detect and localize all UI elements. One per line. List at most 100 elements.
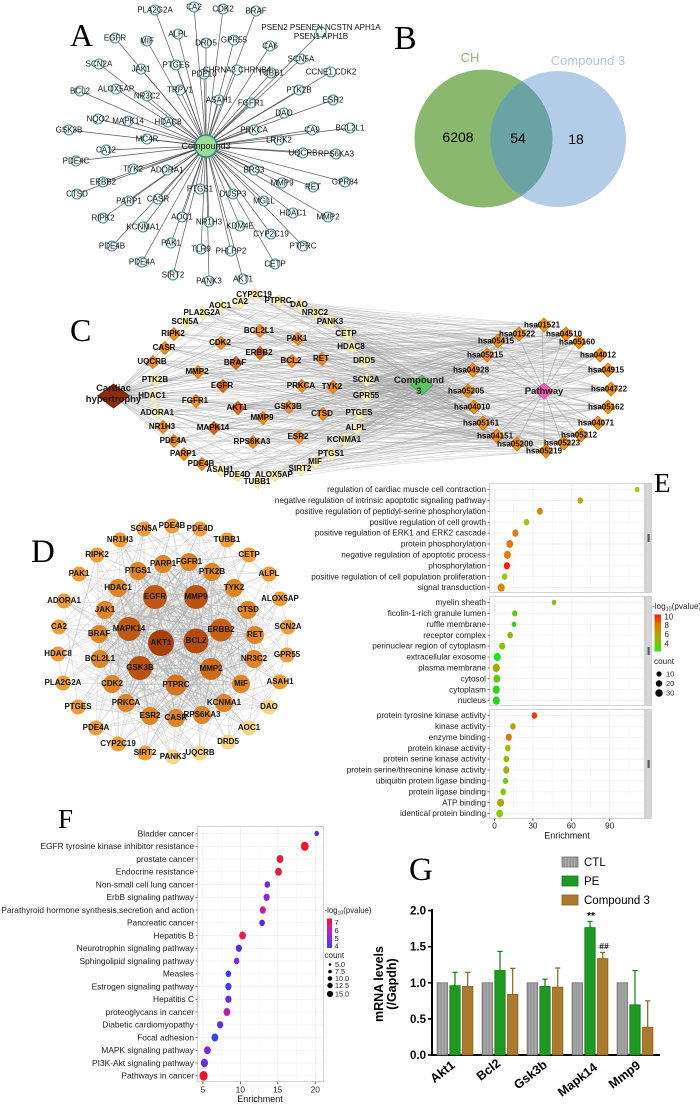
svg-text:Akt1: Akt1 xyxy=(428,1058,458,1086)
svg-text:kinase activity: kinase activity xyxy=(435,722,487,731)
svg-text:NQO2: NQO2 xyxy=(87,115,110,124)
svg-text:protein kinase activity: protein kinase activity xyxy=(408,744,487,753)
svg-text:BRS3: BRS3 xyxy=(244,166,265,175)
svg-text:HDAC1: HDAC1 xyxy=(138,391,166,400)
svg-text:Measles: Measles xyxy=(163,969,194,979)
svg-text:UQCRB: UQCRB xyxy=(289,149,318,158)
svg-text:hsa05219: hsa05219 xyxy=(526,447,563,456)
svg-text:hsa04915: hsa04915 xyxy=(588,366,625,375)
svg-text:BCL2L1: BCL2L1 xyxy=(85,654,116,663)
svg-text:BCL2L1: BCL2L1 xyxy=(336,124,365,133)
svg-text:KDM4E: KDM4E xyxy=(226,222,254,231)
svg-text:Enrichment: Enrichment xyxy=(237,1094,283,1104)
svg-text:PAK1: PAK1 xyxy=(69,569,90,578)
svg-text:Hepatitis B: Hepatitis B xyxy=(154,930,195,940)
svg-text:MC4R: MC4R xyxy=(136,135,159,144)
svg-text:PDE4D: PDE4D xyxy=(187,524,214,533)
svg-text:phosphorylation: phosphorylation xyxy=(428,561,486,570)
svg-text:ALOX5AP: ALOX5AP xyxy=(261,594,299,603)
svg-text:GPR84: GPR84 xyxy=(332,178,359,187)
svg-text:Cardiac: Cardiac xyxy=(96,383,131,394)
svg-text:60: 60 xyxy=(567,822,577,831)
svg-text:EGFR: EGFR xyxy=(211,381,233,390)
svg-text:nucleus: nucleus xyxy=(458,696,486,705)
svg-text:Non-small cell lung cancer: Non-small cell lung cancer xyxy=(96,879,194,889)
svg-text:CETP: CETP xyxy=(238,550,260,559)
svg-text:PDE10: PDE10 xyxy=(191,70,217,79)
svg-text:PSEN2 PSENEN NCSTN APH1A: PSEN2 PSENEN NCSTN APH1A xyxy=(261,23,381,32)
svg-text:EGFR tyrosine kinase inhibitor: EGFR tyrosine kinase inhibitor resistanc… xyxy=(40,841,194,851)
svg-text:hsa05160: hsa05160 xyxy=(559,338,596,347)
svg-text:PTGES: PTGES xyxy=(64,702,92,711)
svg-text:CA2: CA2 xyxy=(232,297,249,306)
svg-text:4: 4 xyxy=(665,640,670,649)
svg-text:PARP1: PARP1 xyxy=(170,449,197,458)
svg-text:CASR: CASR xyxy=(153,343,176,352)
svg-text:-log10(pvalue): -log10(pvalue) xyxy=(652,602,700,613)
svg-text:TLR9: TLR9 xyxy=(191,245,211,254)
svg-text:Focal adhesion: Focal adhesion xyxy=(137,1032,194,1042)
svg-text:CA2: CA2 xyxy=(51,622,68,631)
svg-text:20: 20 xyxy=(666,679,674,688)
svg-text:NR1H3: NR1H3 xyxy=(149,422,176,431)
svg-text:BRAF: BRAF xyxy=(88,629,110,638)
svg-text:TUBB1: TUBB1 xyxy=(258,69,284,78)
svg-text:LRRK2: LRRK2 xyxy=(266,136,292,145)
svg-text:B: B xyxy=(394,20,417,57)
svg-text:PTPRC: PTPRC xyxy=(289,242,316,251)
svg-text:extracellular exosome: extracellular exosome xyxy=(406,653,486,662)
svg-text:12.5: 12.5 xyxy=(335,981,349,990)
svg-text:Neurotrophin signaling pathway: Neurotrophin signaling pathway xyxy=(77,943,195,953)
svg-text:protein serine/threonine kinas: protein serine/threonine kinase activity xyxy=(347,766,487,775)
svg-text:FGFR1: FGFR1 xyxy=(182,396,209,405)
svg-text:DUSP3: DUSP3 xyxy=(220,190,247,199)
svg-text:10: 10 xyxy=(666,670,674,679)
svg-text:GSK3B: GSK3B xyxy=(56,126,83,135)
svg-text:AOC1: AOC1 xyxy=(171,213,193,222)
svg-text:8: 8 xyxy=(665,621,669,630)
svg-text:MMP2: MMP2 xyxy=(199,664,223,673)
svg-text:C: C xyxy=(70,312,91,348)
svg-text:cytosol: cytosol xyxy=(461,674,487,683)
svg-text:3: 3 xyxy=(416,386,421,397)
svg-text:GSK3B: GSK3B xyxy=(274,402,302,411)
svg-text:18: 18 xyxy=(568,131,584,147)
svg-text:PDE4D: PDE4D xyxy=(224,470,251,479)
svg-text:AKT1: AKT1 xyxy=(233,275,254,284)
svg-text:RIPK2: RIPK2 xyxy=(85,550,109,559)
svg-text:KCNMA1: KCNMA1 xyxy=(126,223,160,232)
svg-text:7.5: 7.5 xyxy=(335,967,345,976)
svg-text:MMP9: MMP9 xyxy=(250,413,274,422)
svg-text:SCN5A: SCN5A xyxy=(288,55,315,64)
svg-text:MGLL: MGLL xyxy=(253,197,275,206)
svg-text:6208: 6208 xyxy=(442,129,473,145)
svg-text:KCNMA1: KCNMA1 xyxy=(327,435,362,444)
svg-text:regulation of cardiac muscle c: regulation of cardiac muscle cell contra… xyxy=(327,485,486,494)
svg-text:PARP1: PARP1 xyxy=(150,559,177,568)
svg-text:HDAC8: HDAC8 xyxy=(44,649,72,658)
svg-text:10: 10 xyxy=(236,1085,246,1095)
svg-text:RPS6KA3: RPS6KA3 xyxy=(234,437,271,446)
svg-text:10: 10 xyxy=(665,613,674,622)
svg-text:ERBB2: ERBB2 xyxy=(90,178,117,187)
svg-text:positive regulation of cell po: positive regulation of cell population p… xyxy=(311,572,486,581)
svg-text:TUBB1: TUBB1 xyxy=(214,535,241,544)
svg-text:DAO: DAO xyxy=(260,702,278,711)
svg-text:ERBB2: ERBB2 xyxy=(207,625,235,634)
svg-text:PDE4B: PDE4B xyxy=(188,459,215,468)
svg-text:proteoglycans in cancer: proteoglycans in cancer xyxy=(106,1007,195,1017)
svg-text:ALPL: ALPL xyxy=(346,423,367,432)
svg-text:cytoplasm: cytoplasm xyxy=(449,685,486,694)
svg-text:##: ## xyxy=(599,941,609,951)
svg-text:CTL: CTL xyxy=(584,857,606,869)
svg-text:MIF: MIF xyxy=(234,679,248,688)
svg-text:PTPRC: PTPRC xyxy=(264,296,291,305)
svg-text:SCN5A: SCN5A xyxy=(130,524,157,533)
svg-text:ALOX5AP: ALOX5AP xyxy=(98,85,134,94)
svg-text:5: 5 xyxy=(335,934,339,943)
svg-text:FGFR1: FGFR1 xyxy=(238,99,265,108)
svg-text:hsa05200: hsa05200 xyxy=(497,440,534,449)
svg-text:enzyme binding: enzyme binding xyxy=(429,733,487,742)
svg-text:ESR2: ESR2 xyxy=(323,96,344,105)
svg-text:myelin sheath: myelin sheath xyxy=(435,598,486,607)
